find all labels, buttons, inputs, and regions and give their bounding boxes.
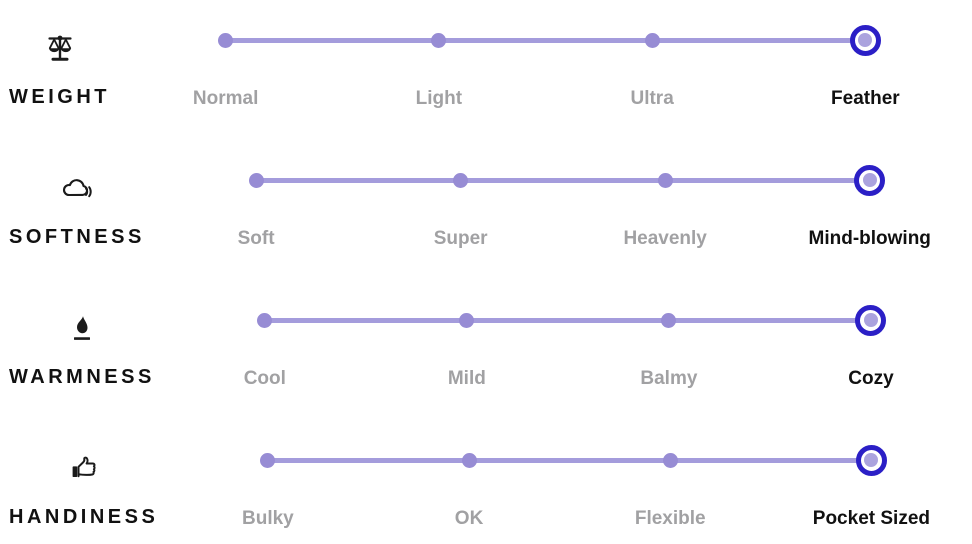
rating-slider: Cool Mild Balmy Cozy xyxy=(164,280,972,420)
slider-stop[interactable]: Normal xyxy=(119,0,332,140)
slider-dot[interactable] xyxy=(453,172,469,188)
slider-dot[interactable] xyxy=(431,32,447,48)
flame-icon xyxy=(67,313,97,343)
slider-dot[interactable] xyxy=(644,32,660,48)
thumbs-up-icon xyxy=(69,453,99,483)
stop-label: Super xyxy=(433,228,488,249)
slider-stop[interactable]: Bulky xyxy=(167,420,368,544)
slider-dot[interactable] xyxy=(657,172,673,188)
rating-row-handiness: HANDINESS Bulky OK Flexible P xyxy=(0,420,972,544)
slider-track xyxy=(256,178,870,183)
slider-dot[interactable] xyxy=(257,312,273,328)
stop-label-selected: Cozy xyxy=(848,368,894,389)
slider-stop[interactable]: Soft xyxy=(154,140,359,280)
slider-dot[interactable] xyxy=(662,452,678,468)
category-label: WEIGHT xyxy=(9,86,110,108)
stop-label: OK xyxy=(454,508,484,529)
stop-label: Normal xyxy=(192,88,259,109)
slider-stop[interactable]: Light xyxy=(332,0,545,140)
slider-dot[interactable] xyxy=(248,172,264,188)
slider-stop[interactable]: Balmy xyxy=(568,280,770,420)
slider-dot[interactable] xyxy=(459,312,475,328)
slider-dot[interactable] xyxy=(461,452,477,468)
stop-label: Cool xyxy=(243,368,286,389)
stop-label: Balmy xyxy=(640,368,698,389)
rating-slider: Bulky OK Flexible Pocket Sized xyxy=(167,420,972,544)
slider-dot[interactable] xyxy=(661,312,677,328)
slider-track xyxy=(264,318,871,323)
category-weight: WEIGHT xyxy=(0,0,119,140)
slider-stop[interactable]: Mild xyxy=(366,280,568,420)
slider-stop[interactable]: Super xyxy=(358,140,563,280)
scale-icon xyxy=(45,33,75,63)
stop-label-selected: Feather xyxy=(831,88,900,109)
slider-dot-selected[interactable] xyxy=(855,304,887,336)
slider-dot-inner xyxy=(862,173,877,187)
stop-label: Mild xyxy=(447,368,486,389)
stop-label: Flexible xyxy=(634,508,706,529)
slider-stop[interactable]: Cool xyxy=(164,280,366,420)
stop-label: Heavenly xyxy=(623,228,707,249)
slider-dot[interactable] xyxy=(260,452,276,468)
slider-track xyxy=(225,38,866,43)
rating-slider: Normal Light Ultra Feather xyxy=(119,0,972,140)
rating-row-weight: WEIGHT Normal Light Ultra Fea xyxy=(0,0,972,140)
category-softness: SOFTNESS xyxy=(0,140,154,280)
slider-stop-selected[interactable]: Feather xyxy=(759,0,972,140)
stop-label-selected: Mind-blowing xyxy=(808,228,931,249)
stop-label: Soft xyxy=(237,228,275,249)
slider-stop[interactable]: Flexible xyxy=(570,420,771,544)
cloud-sound-icon xyxy=(61,173,93,203)
stop-label-selected: Pocket Sized xyxy=(812,508,930,529)
slider-dot-selected[interactable] xyxy=(854,164,886,196)
category-handiness: HANDINESS xyxy=(0,420,167,544)
rating-slider: Soft Super Heavenly Mind-blowing xyxy=(154,140,972,280)
slider-stop-selected[interactable]: Mind-blowing xyxy=(767,140,972,280)
slider-stop[interactable]: Heavenly xyxy=(563,140,768,280)
rating-row-softness: SOFTNESS Soft Super Heavenly xyxy=(0,140,972,280)
slider-stop[interactable]: Ultra xyxy=(546,0,759,140)
slider-dot-inner xyxy=(858,33,873,47)
rating-row-warmness: WARMNESS Cool Mild Balmy Cozy xyxy=(0,280,972,420)
slider-dot[interactable] xyxy=(218,32,234,48)
slider-dot-selected[interactable] xyxy=(855,444,887,476)
stop-label: Bulky xyxy=(242,508,294,529)
slider-dot-selected[interactable] xyxy=(849,24,881,56)
stop-label: Light xyxy=(415,88,463,109)
slider-stop-selected[interactable]: Cozy xyxy=(770,280,972,420)
slider-stop[interactable]: OK xyxy=(368,420,569,544)
slider-stop-selected[interactable]: Pocket Sized xyxy=(771,420,972,544)
slider-track xyxy=(267,458,872,463)
category-label: HANDINESS xyxy=(9,506,159,528)
category-label: SOFTNESS xyxy=(9,226,145,248)
category-warmness: WARMNESS xyxy=(0,280,164,420)
slider-dot-inner xyxy=(864,453,879,467)
stop-label: Ultra xyxy=(630,88,674,109)
category-label: WARMNESS xyxy=(9,366,155,388)
slider-dot-inner xyxy=(863,313,878,327)
